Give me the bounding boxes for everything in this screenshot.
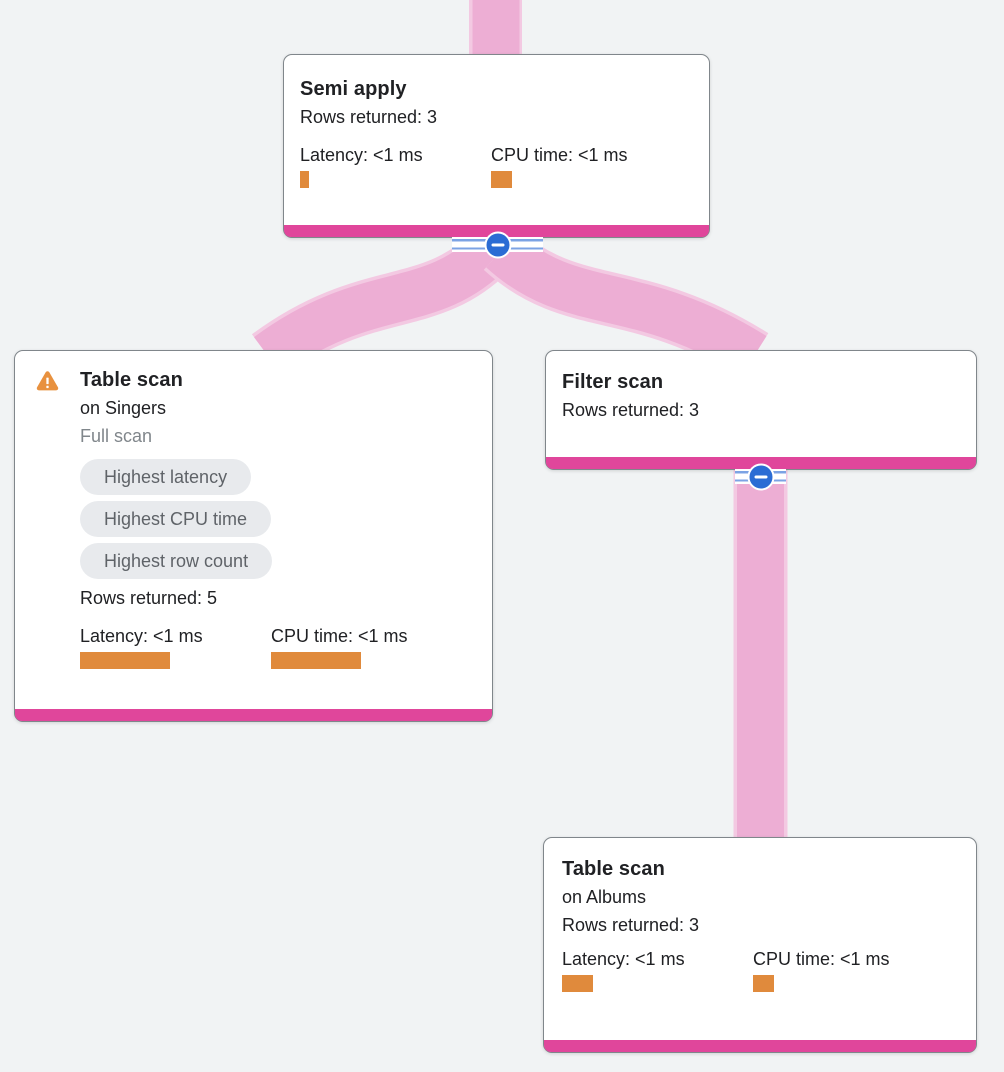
latency-bar [562, 975, 593, 992]
badge-highest-cpu-time: Highest CPU time [80, 501, 272, 537]
cpu-time-label: CPU time: <1 ms [753, 949, 890, 969]
latency-bar [80, 652, 170, 669]
metrics-row: Latency: <1 ms CPU time: <1 ms [300, 143, 693, 188]
node-title: Filter scan [562, 371, 664, 393]
latency-bar [300, 171, 309, 188]
plan-node-semi-apply[interactable]: Semi apply Rows returned: 3 Latency: <1 … [283, 54, 710, 238]
latency-label: Latency: <1 ms [562, 949, 685, 969]
metrics-row: Latency: <1 ms CPU time: <1 ms [80, 624, 476, 669]
badge-highest-latency: Highest latency [80, 459, 252, 495]
warning-icon [36, 371, 59, 391]
collapse-control-semi-apply [452, 231, 543, 258]
rows-returned: Rows returned: 3 [562, 400, 700, 420]
plan-node-table-scan-albums[interactable]: Table scan on Albums Rows returned: 3 La… [543, 837, 977, 1053]
rows-returned: Rows returned: 5 [80, 588, 218, 608]
rows-returned: Rows returned: 3 [300, 107, 438, 127]
collapse-control-filter-scan [735, 463, 786, 490]
latency-label: Latency: <1 ms [300, 145, 423, 165]
node-subtitle: on Albums [562, 887, 647, 907]
metrics-row: Latency: <1 ms CPU time: <1 ms [562, 947, 960, 992]
collapse-button-filter-scan[interactable] [747, 463, 774, 490]
node-accent-bar [15, 709, 492, 721]
badge-highest-row-count: Highest row count [80, 543, 273, 579]
latency-label: Latency: <1 ms [80, 626, 203, 646]
node-accent-bar [544, 1040, 976, 1052]
cpu-time-bar [271, 652, 361, 669]
rows-returned: Rows returned: 3 [562, 915, 700, 935]
node-title: Table scan [562, 858, 665, 880]
cpu-time-label: CPU time: <1 ms [271, 626, 408, 646]
minus-icon [754, 475, 767, 478]
cpu-time-label: CPU time: <1 ms [491, 145, 628, 165]
node-subtitle: on Singers [80, 398, 167, 418]
collapse-button-semi-apply[interactable] [484, 231, 511, 258]
plan-node-table-scan-singers[interactable]: Table scan on Singers Full scan Highest … [14, 350, 493, 722]
cpu-time-bar [753, 975, 774, 992]
badge-stack: Highest latency Highest CPU time Highest… [80, 456, 476, 582]
cpu-time-bar [491, 171, 512, 188]
node-title: Semi apply [300, 78, 407, 100]
minus-icon [491, 243, 504, 246]
node-title: Table scan [80, 369, 183, 391]
scan-type: Full scan [80, 426, 153, 446]
plan-node-filter-scan[interactable]: Filter scan Rows returned: 3 [545, 350, 977, 470]
